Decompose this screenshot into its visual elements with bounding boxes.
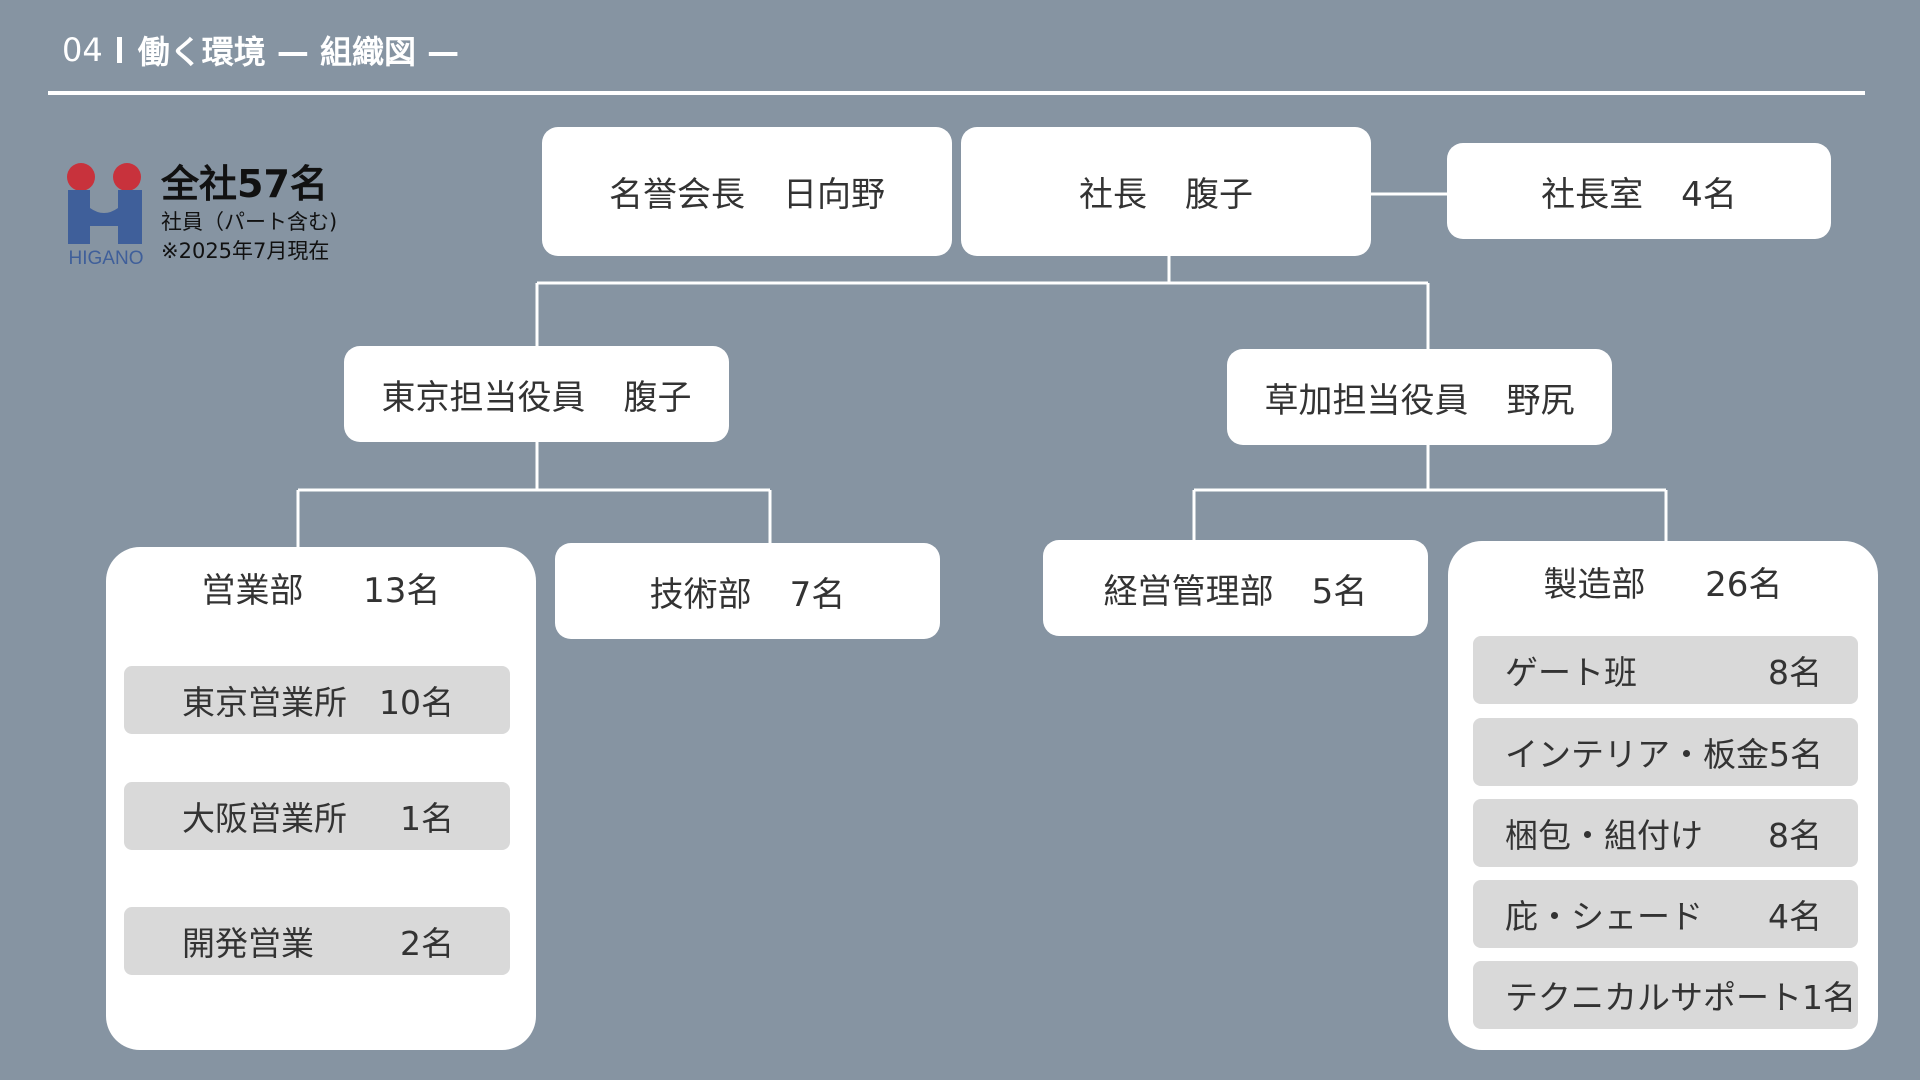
engineering-role: 技術部 [649,574,752,615]
sales-subunit-label: 開発営業 [182,924,314,963]
president-name: 腹子 [1185,175,1253,215]
manufacturing-subunit-count: 8名 [1768,653,1822,692]
header-divider [48,91,1865,95]
soka-officer-box: 草加担当役員 野尻 [1227,349,1612,445]
tokyo-officer-role: 東京担当役員 [381,377,586,418]
sales-subunit-label: 東京営業所 [182,683,347,722]
tokyo-officer-name: 腹子 [623,377,692,418]
manufacturing-department-title: 製造部 26名 [1448,557,1878,606]
manufacturing-subunit-label: インテリア・板金 [1505,735,1769,774]
manufacturing-subunit-label: 梱包・組付け [1505,816,1703,855]
sales-subunit: 大阪営業所 1名 [124,782,510,850]
presidents-office-role: 社長室 [1541,174,1644,215]
soka-officer-role: 草加担当役員 [1264,380,1469,421]
manufacturing-subunit: 梱包・組付け 8名 [1473,799,1858,867]
sales-subunit-count: 2名 [400,924,454,963]
chairman-box: 名誉会長 日向野 [542,127,952,256]
page-title: 働く環境 — 組織図 — [137,33,460,71]
management-count: 5名 [1311,571,1368,612]
manufacturing-subunit: ゲート班 8名 [1473,636,1858,704]
sales-subunit: 開発営業 2名 [124,907,510,975]
manufacturing-department-box: 製造部 26名 ゲート班 8名 インテリア・板金 5名 梱包・組付け 8名 庇・… [1448,541,1878,1050]
manufacturing-subunit-count: 8名 [1768,816,1822,855]
page-number: 04 [62,31,103,69]
company-summary: 全社57名 社員（パート含む) ※2025年7月現在 [161,160,337,266]
tokyo-officer-box: 東京担当役員 腹子 [344,346,729,442]
presidents-office-count: 4名 [1681,174,1737,215]
president-box: 社長 腹子 [961,127,1371,256]
manufacturing-subunit-count: 5名 [1769,735,1823,774]
higano-logo-icon: HIGANO [67,163,144,266]
engineering-department-box: 技術部 7名 [555,543,940,639]
soka-officer-name: 野尻 [1506,380,1575,421]
manufacturing-subunit: 庇・シェード 4名 [1473,880,1858,948]
sales-department-box: 営業部 13名 東京営業所 10名 大阪営業所 1名 開発営業 2名 [106,547,536,1050]
sales-department-title: 営業部 13名 [106,563,536,612]
sales-subunit: 東京営業所 10名 [124,666,510,734]
chairman-role: 名誉会長 [609,175,745,215]
sales-subunit-count: 1名 [400,799,454,838]
engineering-count: 7名 [789,574,846,615]
total-headcount: 全社57名 [161,162,328,206]
manufacturing-subunit: テクニカルサポート 1名 [1473,961,1858,1029]
manufacturing-subunit-label: ゲート班 [1505,653,1637,692]
manufacturing-department-role: 製造部 [1543,565,1646,605]
manufacturing-department-count: 26名 [1705,565,1783,605]
manufacturing-subunit-count: 4名 [1768,897,1822,936]
manufacturing-subunit-label: テクニカルサポート [1505,978,1802,1017]
date-note: ※2025年7月現在 [161,239,330,263]
president-role: 社長 [1079,175,1147,215]
sales-subunit-count: 10名 [379,683,454,722]
logo-text: HIGANO [69,248,144,266]
manufacturing-subunit-count: 1名 [1802,978,1856,1017]
sales-subunit-label: 大阪営業所 [182,799,347,838]
sales-department-role: 営業部 [201,571,304,611]
employees-note: 社員（パート含む) [161,210,338,234]
presidents-office-box: 社長室 4名 [1447,143,1831,239]
management-department-box: 経営管理部 5名 [1043,540,1428,636]
manufacturing-subunit-label: 庇・シェード [1505,897,1703,936]
chairman-name: 日向野 [783,175,885,215]
slide-header: 04 働く環境 — 組織図 — [62,22,459,78]
management-role: 経営管理部 [1103,571,1274,612]
header-separator [116,37,122,63]
sales-department-count: 13名 [363,571,441,611]
manufacturing-subunit: インテリア・板金 5名 [1473,718,1858,786]
